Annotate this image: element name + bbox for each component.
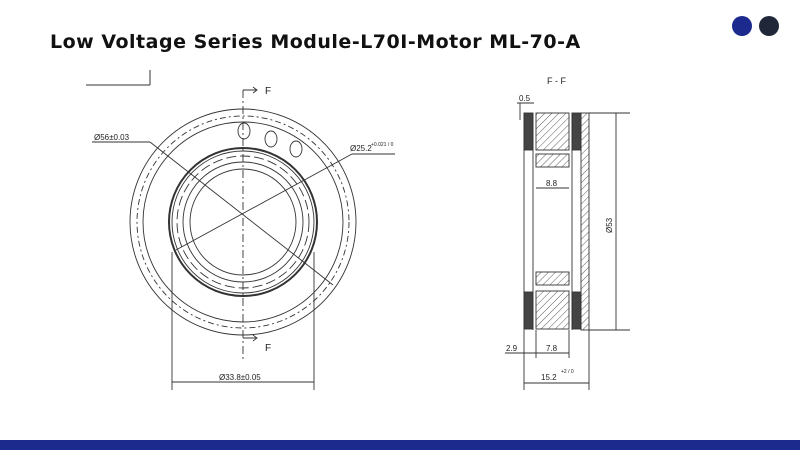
dim-inner-width: 8.8 <box>546 179 558 188</box>
section-view <box>505 102 630 390</box>
section-marker-bottom: F <box>265 343 271 354</box>
title-block-corner <box>86 70 151 86</box>
dim-section-diameter: Ø53 <box>605 217 614 233</box>
dim-total-tolerance: +2 / 0 <box>561 369 574 375</box>
dim-offset: 2.9 <box>506 344 518 353</box>
footer-bar <box>0 440 800 450</box>
front-view <box>92 86 395 390</box>
slide-title: Low Voltage Series Module-L70I-Motor ML-… <box>50 31 581 53</box>
section-marker-top: F <box>265 86 271 97</box>
dim-bore-diameter: Ø25.2 <box>350 144 372 153</box>
dim-bore-tolerance: +0.021 / 0 <box>371 142 394 148</box>
dim-total-width: 15.2 <box>541 373 557 382</box>
decor-dot-blue <box>732 16 752 36</box>
decor-dot-dark <box>759 16 779 36</box>
dim-inner-diameter: Ø33.8±0.05 <box>219 373 261 382</box>
dim-outer-diameter: Ø56±0.03 <box>94 133 130 142</box>
dim-gap: 0.5 <box>519 94 531 103</box>
section-label: F - F <box>547 76 566 86</box>
dim-rotor-width: 7.8 <box>546 344 558 353</box>
